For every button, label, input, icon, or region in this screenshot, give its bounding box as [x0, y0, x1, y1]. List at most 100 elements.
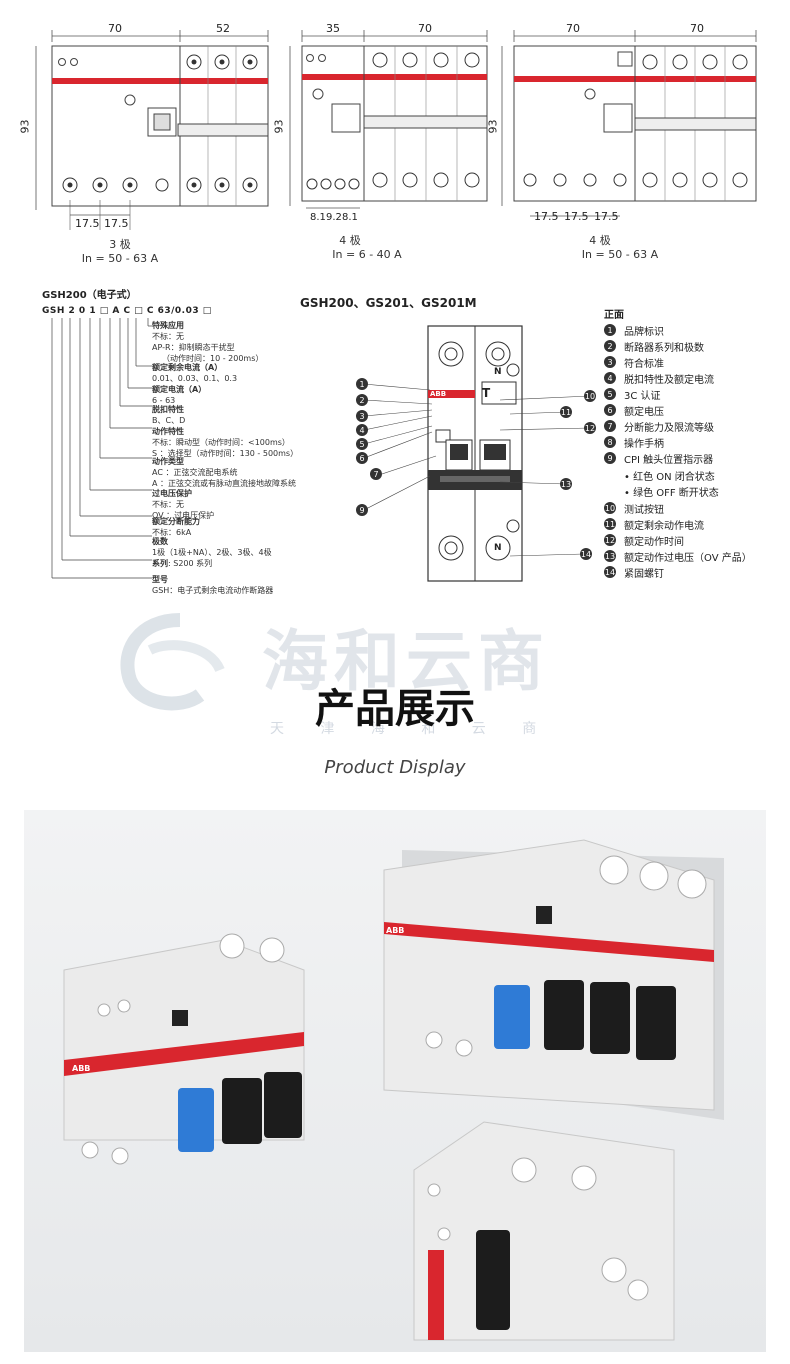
legend-num: 4	[604, 372, 616, 384]
legend-num: 9	[604, 452, 616, 464]
entry-line: 0.01、0.03、0.1、0.3	[152, 374, 238, 383]
legend-text: 分断能力及限流等级	[624, 422, 714, 434]
device-brand: ABB	[430, 390, 447, 398]
legend-title: 正面	[604, 310, 624, 321]
diagram-4pole-6-40	[289, 30, 488, 209]
legend-item: 14 紧固螺钉	[604, 564, 664, 580]
section-subtitle: Product Display	[324, 757, 466, 778]
poles-label-1: 3 极	[109, 238, 131, 251]
dim-width-3b: 70	[690, 22, 704, 35]
dim-spacing-1a: 17.5	[75, 217, 100, 230]
dimension-diagrams	[35, 30, 757, 230]
poles-label-2: 4 极	[339, 234, 361, 247]
entry-head: 过电压保护	[152, 489, 192, 498]
diagram-4pole-50-63	[501, 30, 757, 217]
neutral-label-top: N	[494, 367, 502, 377]
legend-text: 额定电压	[624, 406, 664, 418]
legend-num: 12	[604, 534, 616, 546]
entry-action-type: 动作类型 AC ：正弦交流配电系统 A ：正弦交流或有脉动直流接地故障系统	[152, 456, 296, 489]
dim-spacing-2a: 8.1	[310, 212, 326, 223]
legend-text: 额定动作过电压（OV 产品）	[624, 552, 752, 564]
entry-line: AP-R：抑制瞬态干扰型	[152, 343, 235, 352]
callout-7: 7	[370, 468, 382, 480]
entry-rated-current: 额定电流（A） 6 - 63	[152, 384, 206, 406]
watermark-text: 海和云商	[262, 623, 550, 700]
current-label-1: In = 50 - 63 A	[81, 252, 159, 265]
legend-item: 7 分断能力及限流等级	[604, 418, 714, 434]
entry-line: （动作时间：10 - 200ms）	[162, 354, 264, 363]
legend-num: 8	[604, 436, 616, 448]
entry-line: 6 - 63	[152, 396, 176, 405]
legend-num: 11	[604, 518, 616, 530]
entry-head: 特殊应用	[152, 321, 184, 330]
entry-line: A ：正弦交流或有脉动直流接地故障系统	[152, 479, 297, 488]
legend-text: 操作手柄	[624, 438, 664, 450]
entry-line: GSH：电子式剩余电流动作断路器	[152, 586, 274, 595]
entry-head: 动作特性	[152, 427, 184, 436]
legend-text: 紧固螺钉	[624, 568, 664, 580]
dim-spacing-1b: 17.5	[104, 217, 129, 230]
entry-head: 动作类型	[152, 457, 184, 466]
poles-label-3: 4 极	[589, 234, 611, 247]
entry-model: 型号 GSH：电子式剩余电流动作断路器	[152, 574, 273, 596]
entry-series: 系列 : S200 系列	[152, 558, 212, 569]
legend-item: 8 操作手柄	[604, 434, 664, 450]
watermark-logo	[120, 613, 225, 711]
callout-2: 2	[356, 394, 368, 406]
legend-num: 7	[604, 420, 616, 432]
device-3pole	[63, 933, 305, 1165]
dim-spacing-2c: 8.1	[342, 212, 358, 223]
dim-width-2a: 35	[326, 22, 340, 35]
legend-text: 脱扣特性及额定电流	[624, 374, 714, 386]
dim-height-2: 93	[272, 119, 286, 134]
callout-3: 3	[356, 410, 368, 422]
dim-width-1b: 52	[216, 22, 230, 35]
device-2pole	[413, 1121, 675, 1341]
legend-num: 2	[604, 340, 616, 352]
watermark-subtext: 天 津 海 和 云 商	[270, 721, 553, 737]
product-photo: ABB ABB	[24, 810, 766, 1352]
entry-line: B、C、D	[152, 416, 186, 425]
entry-line: 不标：无	[152, 332, 184, 341]
dim-width-2b: 70	[418, 22, 432, 35]
callout-6: 6	[356, 452, 368, 464]
entry-line: 1极（1极+NA）、2极、3极、4极	[152, 548, 272, 557]
callout-11: 11	[560, 406, 572, 418]
entry-head: 脱扣特性	[152, 405, 184, 414]
callout-13: 13	[560, 478, 572, 490]
entry-line: : S200 系列	[168, 559, 213, 568]
callout-lines	[363, 383, 591, 557]
dim-spacing-3b: 17.5	[564, 210, 589, 223]
dim-width-1a: 70	[108, 22, 122, 35]
model-code-leaders	[51, 318, 152, 579]
front-title: GSH200、GS201、GS201M	[300, 296, 477, 310]
model-code-string: GSH 2 0 1 □ A C □ C 63/0.03 □	[42, 306, 212, 316]
entry-line: 不标：6kA	[152, 528, 192, 537]
legend-text: 测试按钮	[624, 504, 664, 516]
entry-poles: 极数 1极（1极+NA）、2极、3极、4极	[152, 536, 272, 558]
entry-head: 额定分断能力	[152, 517, 200, 526]
legend-num: 14	[604, 566, 616, 578]
current-label-3: In = 50 - 63 A	[581, 248, 659, 261]
photo-brand-right: ABB	[386, 926, 405, 935]
device-4pole	[383, 839, 724, 1120]
legend-item: 4 脱扣特性及额定电流	[604, 370, 714, 386]
callout-12: 12	[584, 422, 596, 434]
callout-1: 1	[356, 378, 368, 390]
callout-5: 5	[356, 438, 368, 450]
callout-10: 10	[584, 390, 596, 402]
model-code-title: GSH200（电子式）	[42, 290, 137, 301]
entry-line: AC ：正弦交流配电系统	[152, 468, 238, 477]
legend-text: 3C 认证	[624, 390, 661, 402]
entry-head: 系列	[152, 559, 168, 568]
photo-brand-left: ABB	[72, 1064, 91, 1073]
legend-text: 品牌标识	[624, 326, 664, 338]
dim-height-1: 93	[18, 119, 32, 134]
dim-height-3: 93	[486, 119, 500, 134]
